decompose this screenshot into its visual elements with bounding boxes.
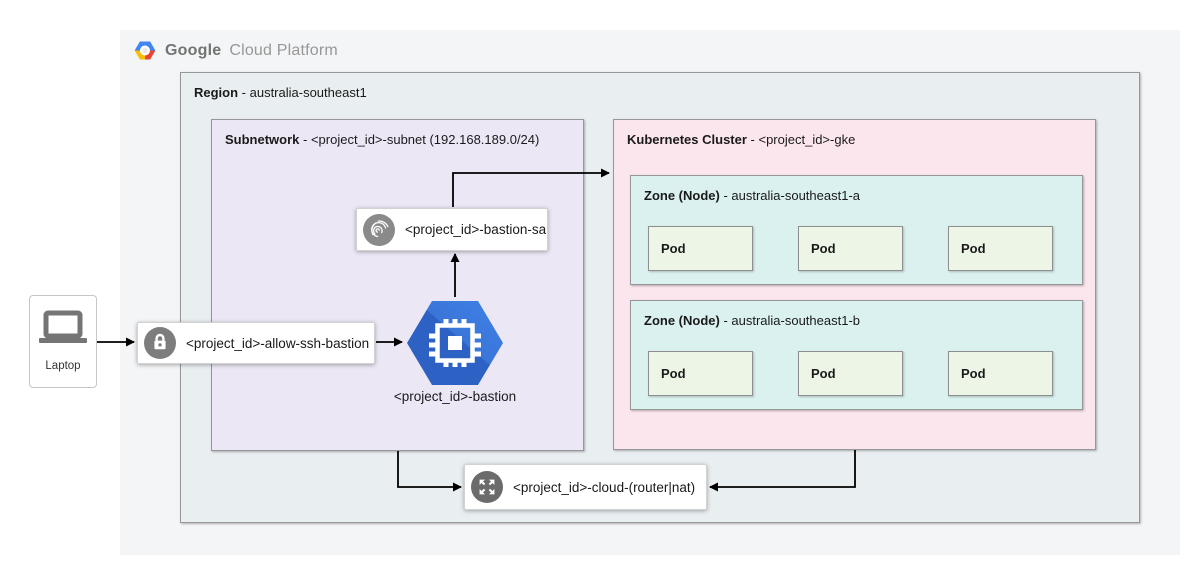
laptop-label: Laptop xyxy=(45,360,81,372)
lock-icon xyxy=(144,327,176,359)
pod: Pod xyxy=(648,351,753,396)
region-title: Region - australia-southeast1 xyxy=(194,85,367,100)
zone-b-title: Zone (Node) - australia-southeast1-b xyxy=(644,313,861,328)
pod: Pod xyxy=(948,226,1053,271)
logo-text-cloud-platform: Cloud Platform xyxy=(229,41,338,59)
subnetwork-title: Subnetwork - <project_id>-subnet (192.16… xyxy=(225,132,540,147)
laptop-node: Laptop xyxy=(29,295,97,388)
cloud-router-nat-node: <project_id>-cloud-(router|nat) xyxy=(464,464,707,510)
gcp-hexagon-icon xyxy=(134,41,156,60)
cloud-router-nat-label: <project_id>-cloud-(router|nat) xyxy=(513,479,696,495)
zone-node-a: Zone (Node) - australia-southeast1-a Pod… xyxy=(630,175,1083,285)
compute-engine-icon xyxy=(407,301,503,385)
pod: Pod xyxy=(798,226,903,271)
kubernetes-cluster-container: Kubernetes Cluster - <project_id>-gke Zo… xyxy=(613,119,1096,450)
region-container: Region - australia-southeast1 Subnetwork… xyxy=(180,72,1140,523)
bastion-vm-node xyxy=(405,299,505,387)
firewall-rule-node: <project_id>-allow-ssh-bastion xyxy=(137,322,375,364)
gcp-logo: Google Cloud Platform xyxy=(133,40,338,61)
zone-a-title: Zone (Node) - australia-southeast1-a xyxy=(644,188,861,203)
bastion-vm-label: <project_id>-bastion xyxy=(393,389,517,404)
logo-text-google: Google xyxy=(165,41,222,59)
zone-node-b: Zone (Node) - australia-southeast1-b Pod… xyxy=(630,300,1083,410)
service-account-node: <project_id>-bastion-sa xyxy=(356,208,548,251)
pod: Pod xyxy=(648,226,753,271)
pod: Pod xyxy=(948,351,1053,396)
service-account-label: <project_id>-bastion-sa xyxy=(405,222,547,237)
expand-arrows-icon xyxy=(471,471,503,503)
kubernetes-cluster-title: Kubernetes Cluster - <project_id>-gke xyxy=(627,132,856,147)
laptop-icon xyxy=(39,310,87,343)
pod: Pod xyxy=(798,351,903,396)
firewall-rule-label: <project_id>-allow-ssh-bastion xyxy=(186,335,370,351)
fingerprint-icon xyxy=(363,213,395,246)
